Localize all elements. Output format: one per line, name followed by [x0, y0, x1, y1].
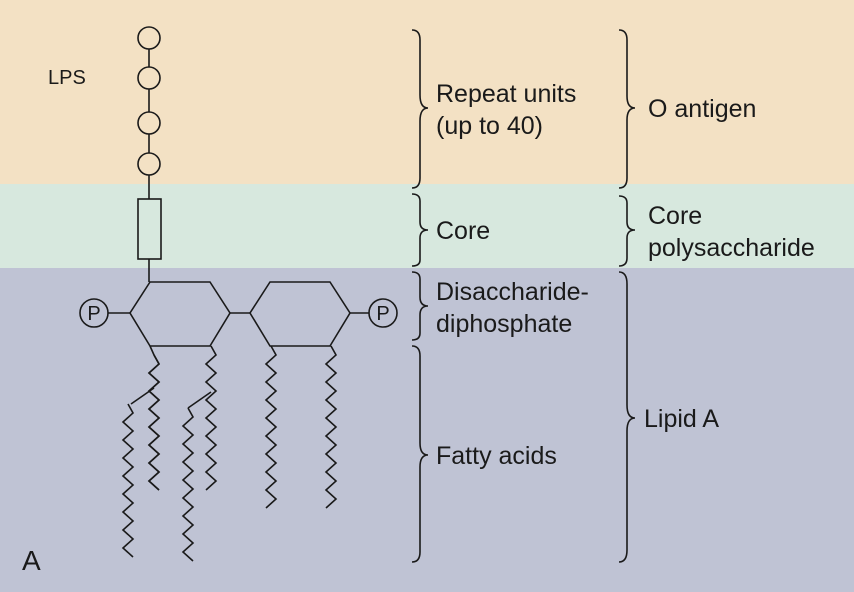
- repeat-unit-sugar: [137, 66, 161, 90]
- core-band: [0, 184, 854, 268]
- brace-repeat-units: [411, 29, 429, 189]
- phosphate-symbol-left: P: [87, 303, 100, 325]
- o-antigen-label: O antigen: [648, 95, 756, 123]
- repeat-unit-chain: [137, 26, 161, 199]
- repeat-unit-sugar: [137, 26, 161, 50]
- fatty-acid-chain: [121, 403, 135, 558]
- fatty-acid-chain: [147, 354, 161, 491]
- fatty-acid-chains: [121, 345, 338, 562]
- panel-label: A: [22, 545, 41, 576]
- repeat-units-label-line1: Repeat units: [436, 80, 576, 108]
- brace-lipid-a: [618, 271, 636, 563]
- fatty-acid-chain: [130, 387, 155, 405]
- repeat-unit-sugar: [137, 111, 161, 135]
- disaccharide-diphosphate: P P: [79, 281, 398, 347]
- group-braces: [618, 29, 636, 563]
- phosphate-circle-left: [79, 298, 109, 328]
- disaccharide-label-line2: diphosphate: [436, 310, 572, 338]
- brace-o-antigen: [618, 29, 636, 189]
- brace-core-polysaccharide: [618, 195, 636, 267]
- core-polysaccharide-label-line2: polysaccharide: [648, 234, 815, 262]
- fatty-acids-label: Fatty acids: [436, 442, 557, 470]
- lps-label: LPS: [48, 67, 86, 89]
- lipid-a-band: [0, 268, 854, 592]
- core-polysaccharide-label-line1: Core: [648, 202, 702, 230]
- o-antigen-band: [0, 0, 854, 184]
- region-braces: [411, 29, 429, 563]
- repeat-units-label-line2: (up to 40): [436, 112, 543, 140]
- brace-core: [411, 193, 429, 267]
- phosphate-symbol-right: P: [376, 303, 389, 325]
- fatty-acid-chain: [204, 345, 218, 491]
- disaccharide-label-line1: Disaccharide-: [436, 278, 589, 306]
- fatty-acid-chain: [181, 407, 195, 562]
- repeat-unit-sugar: [137, 152, 161, 176]
- fatty-acid-chain: [324, 345, 338, 509]
- fatty-acid-chain: [187, 391, 212, 409]
- core-block: [137, 198, 162, 282]
- phosphate-circle-right: [368, 298, 398, 328]
- core-label: Core: [436, 217, 490, 245]
- lipid-a-label: Lipid A: [644, 405, 719, 433]
- fatty-acid-chain: [264, 345, 278, 509]
- brace-disaccharide: [411, 271, 429, 341]
- brace-fatty-acids: [411, 345, 429, 563]
